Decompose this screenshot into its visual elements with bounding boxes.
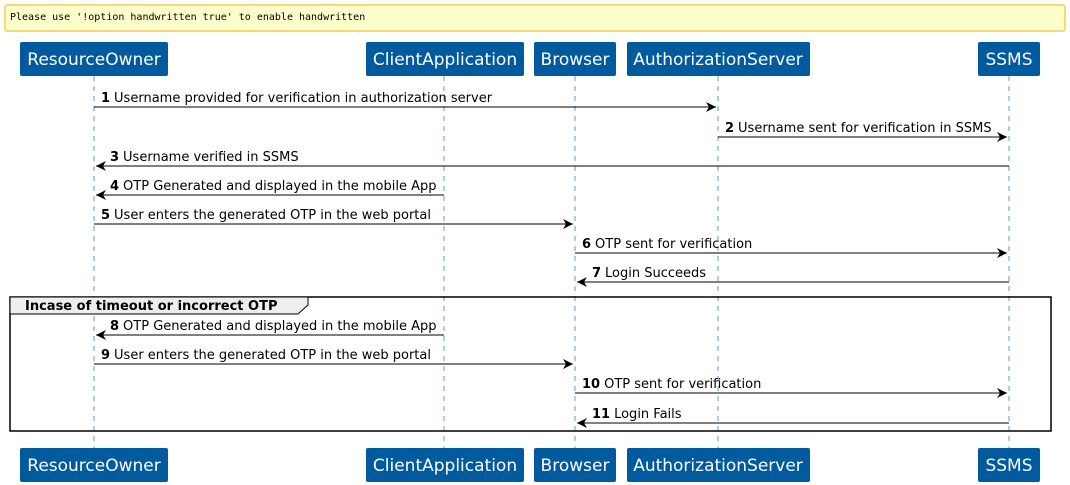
message-label: 11 Login Fails	[592, 407, 682, 422]
participant-resourceowner-bottom: ResourceOwner	[20, 448, 168, 482]
message-number: 10	[582, 377, 600, 392]
group-frame-title: Incase of timeout or incorrect OTP	[25, 299, 277, 314]
message-number: 4	[110, 179, 119, 194]
message-label: 6 OTP sent for verification	[582, 237, 752, 252]
participants-top: ResourceOwner ClientApplication Browser …	[20, 42, 1040, 76]
participant-box	[627, 42, 810, 76]
participant-label: ClientApplication	[373, 456, 517, 476]
message-label: 5 User enters the generated OTP in the we…	[101, 208, 431, 223]
message-label: 1 Username provided for verification in a…	[101, 91, 493, 106]
participant-label: ClientApplication	[373, 50, 517, 70]
message-label: 2 Username sent for verification in SSMS	[725, 121, 992, 136]
message-number: 6	[582, 237, 591, 252]
participant-box	[366, 42, 524, 76]
message-4: 4 OTP Generated and displayed in the mobi…	[96, 179, 444, 200]
message-number: 8	[110, 319, 119, 334]
message-text: Login Succeeds	[605, 266, 706, 281]
participant-label: AuthorizationServer	[633, 456, 803, 476]
participant-box	[978, 42, 1040, 76]
message-3: 3 Username verified in SSMS	[96, 150, 1009, 171]
participant-authorizationserver-bottom: AuthorizationServer	[627, 448, 810, 482]
message-text: OTP sent for verification	[595, 237, 752, 252]
warning-note: Please use '!option handwritten true' to…	[4, 4, 1066, 32]
message-text: Username provided for verification in au…	[114, 91, 493, 106]
group-frame: Incase of timeout or incorrect OTP	[9, 296, 1052, 432]
participant-label: SSMS	[985, 50, 1032, 70]
warning-note-text: Please use '!option handwritten true' to…	[10, 12, 365, 23]
message-10: 10 OTP sent for verification	[575, 377, 1007, 398]
message-text: User enters the generated OTP in the web…	[114, 208, 431, 223]
participant-label: ResourceOwner	[27, 456, 160, 476]
message-number: 9	[101, 348, 110, 363]
message-number: 1	[101, 91, 110, 106]
participant-ssms-bottom: SSMS	[978, 448, 1040, 482]
participant-box	[978, 448, 1040, 482]
participant-box	[366, 448, 524, 482]
participant-clientapplication: ClientApplication	[366, 42, 524, 76]
message-6: 6 OTP sent for verification	[575, 237, 1007, 258]
message-label: 8 OTP Generated and displayed in the mobi…	[110, 319, 437, 334]
message-8: 8 OTP Generated and displayed in the mobi…	[96, 319, 444, 340]
message-text: Username sent for verification in SSMS	[738, 121, 992, 136]
message-7: 7 Login Succeeds	[577, 266, 1009, 287]
message-1: 1 Username provided for verification in a…	[94, 91, 716, 112]
participant-box	[534, 448, 616, 482]
participant-label: ResourceOwner	[27, 50, 160, 70]
participant-browser: Browser	[534, 42, 616, 76]
message-number: 5	[101, 208, 110, 223]
participant-label: SSMS	[985, 456, 1032, 476]
participant-resourceowner: ResourceOwner	[20, 42, 168, 76]
warning-note-box	[4, 4, 1066, 32]
participant-box	[20, 448, 168, 482]
message-11: 11 Login Fails	[577, 407, 1009, 428]
message-text: OTP Generated and displayed in the mobil…	[123, 319, 436, 334]
message-2: 2 Username sent for verification in SSMS	[718, 121, 1007, 142]
participant-authorizationserver: AuthorizationServer	[627, 42, 810, 76]
lifelines	[93, 76, 1010, 448]
participant-label: Browser	[541, 50, 610, 70]
message-label: 7 Login Succeeds	[592, 266, 706, 281]
message-number: 7	[592, 266, 601, 281]
participant-clientapplication-bottom: ClientApplication	[366, 448, 524, 482]
message-label: 4 OTP Generated and displayed in the mobi…	[110, 179, 437, 194]
message-label: 9 User enters the generated OTP in the we…	[101, 348, 431, 363]
message-text: Username verified in SSMS	[123, 150, 299, 165]
message-text: OTP sent for verification	[604, 377, 761, 392]
message-number: 11	[592, 407, 610, 422]
participant-box	[20, 42, 168, 76]
participant-browser-bottom: Browser	[534, 448, 616, 482]
message-text: Login Fails	[614, 407, 682, 422]
participants-bottom: ResourceOwner ClientApplication Browser …	[20, 448, 1040, 482]
group-frame-tab	[9, 296, 309, 315]
participant-box	[534, 42, 616, 76]
message-text: User enters the generated OTP in the web…	[114, 348, 431, 363]
message-text: OTP Generated and displayed in the mobil…	[123, 179, 436, 194]
participant-box	[627, 448, 810, 482]
participant-label: AuthorizationServer	[633, 50, 803, 70]
message-number: 3	[110, 150, 119, 165]
message-label: 3 Username verified in SSMS	[110, 150, 299, 165]
message-5: 5 User enters the generated OTP in the we…	[94, 208, 573, 229]
message-9: 9 User enters the generated OTP in the we…	[94, 348, 573, 369]
messages: 1 Username provided for verification in a…	[94, 91, 1009, 428]
message-label: 10 OTP sent for verification	[582, 377, 761, 392]
message-number: 2	[725, 121, 734, 136]
participant-ssms: SSMS	[978, 42, 1040, 76]
participant-label: Browser	[541, 456, 610, 476]
group-frame-box	[9, 296, 1052, 432]
